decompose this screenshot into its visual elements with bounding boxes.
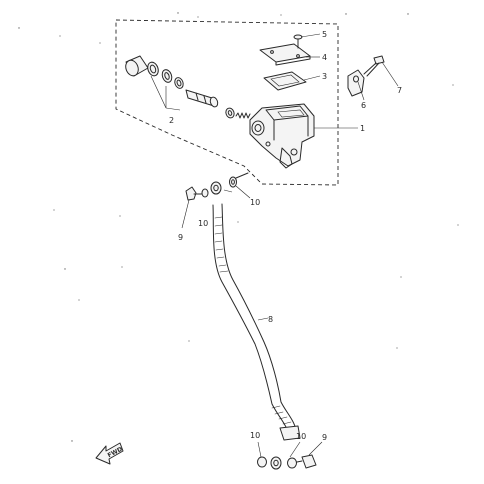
callout-9-upper: 9 [178, 233, 183, 242]
leader-lines [181, 33, 399, 458]
callout-10-upper-right: 10 [250, 198, 260, 207]
lever-bracket [347, 69, 365, 97]
fwd-direction-arrow: FWD [95, 442, 124, 465]
bracket-bolt [363, 55, 385, 77]
callout-2: 2 [169, 116, 174, 125]
lower-banjo-fitting [257, 454, 317, 470]
callout-5: 5 [322, 30, 327, 39]
callout-10-lower-right: 10 [296, 432, 306, 441]
master-cylinder-body [249, 103, 315, 169]
callout-6: 6 [361, 101, 366, 110]
brake-hose [212, 203, 301, 441]
callout-1: 1 [360, 124, 365, 133]
fwd-label: FWD [107, 446, 124, 460]
assembly-boundary-dashed [115, 19, 339, 186]
callout-8: 8 [268, 315, 273, 324]
callout-4: 4 [322, 53, 327, 62]
callout-7: 7 [397, 86, 402, 95]
callout-10-lower-left: 10 [250, 431, 260, 440]
scan-specks [18, 12, 459, 442]
upper-banjo-fitting [185, 172, 249, 201]
callout-10-upper-left: 10 [198, 219, 208, 228]
reservoir-diaphragm [263, 71, 307, 91]
callout-3: 3 [322, 72, 327, 81]
reservoir-cap [259, 43, 311, 66]
callout-9-lower: 9 [322, 433, 327, 442]
piston-kit [125, 55, 251, 119]
